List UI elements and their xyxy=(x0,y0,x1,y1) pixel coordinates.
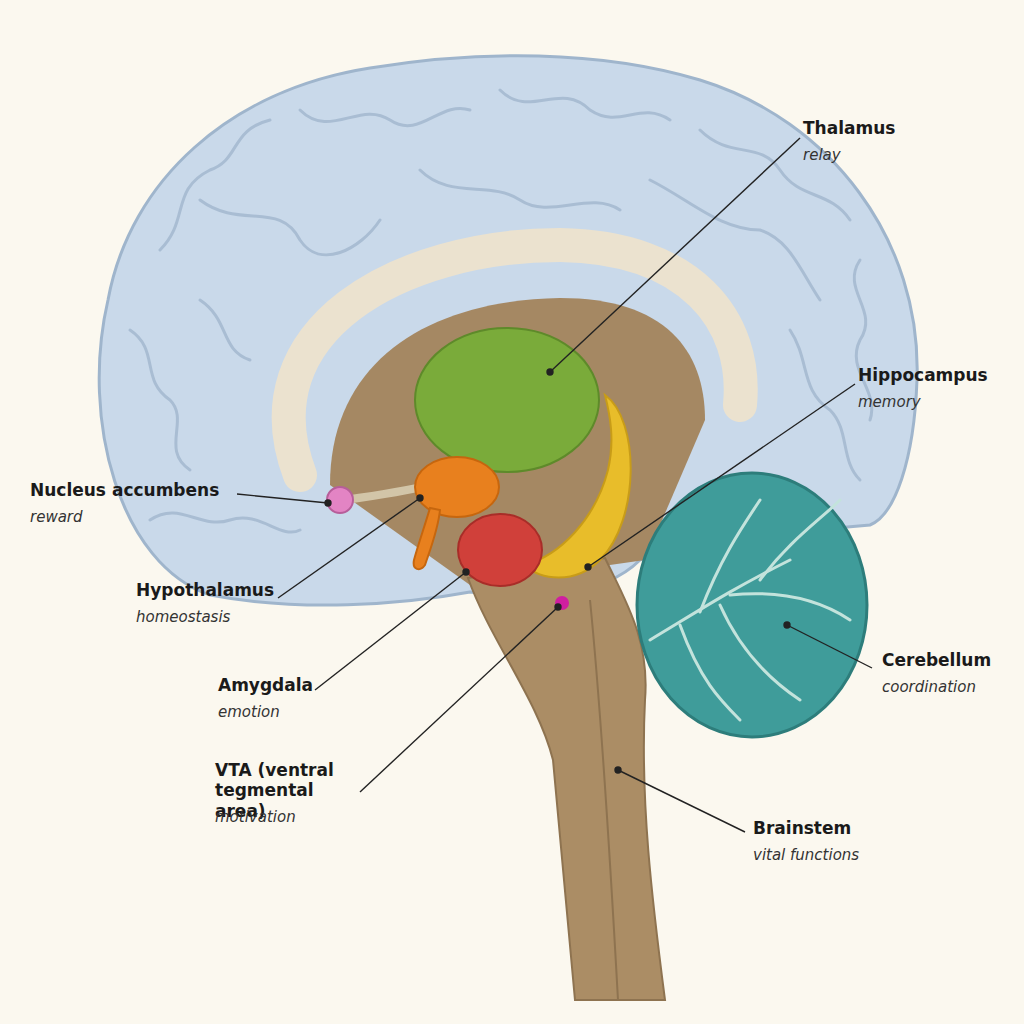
part-function: memory xyxy=(858,393,1018,411)
brainstem-groove xyxy=(590,600,618,1000)
leader-lines xyxy=(237,138,872,832)
nucleus-accumbens xyxy=(327,487,353,513)
thalamus xyxy=(415,328,599,472)
part-name: Thalamus xyxy=(803,118,1003,138)
part-function: motivation xyxy=(215,808,415,826)
hypothalamus xyxy=(415,457,499,517)
part-name: Hippocampus xyxy=(858,365,1018,385)
part-function: homeostasis xyxy=(136,608,336,626)
part-name: Brainstem xyxy=(753,818,953,838)
amygdala xyxy=(458,514,542,586)
vta xyxy=(555,596,569,610)
pituitary-stalk xyxy=(414,508,440,569)
part-name: Nucleus accumbens xyxy=(30,480,240,500)
part-function: reward xyxy=(30,508,230,526)
part-name: Amygdala xyxy=(218,675,418,695)
part-function: vital functions xyxy=(753,846,953,864)
inner-cavity xyxy=(330,298,705,585)
cerebellum xyxy=(637,473,867,737)
part-function: coordination xyxy=(882,678,1022,696)
part-function: emotion xyxy=(218,703,418,721)
part-function: relay xyxy=(803,146,1003,164)
part-name: Hypothalamus xyxy=(136,580,336,600)
cerebellum-branches xyxy=(650,500,850,720)
part-name: Cerebellum xyxy=(882,650,1022,670)
